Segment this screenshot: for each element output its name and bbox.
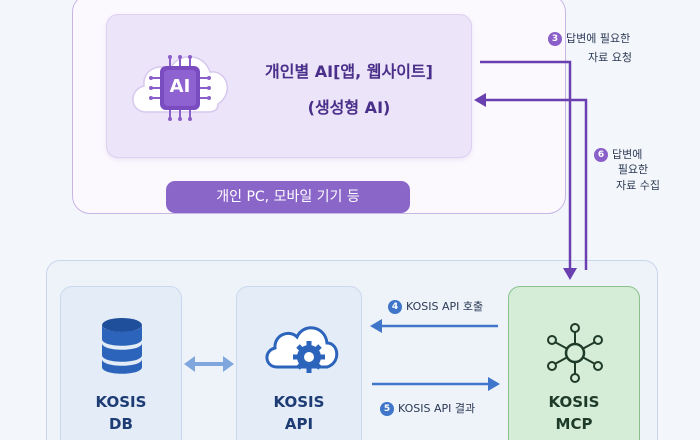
step-3-line1: 답변에 필요한 — [566, 32, 631, 45]
step-6-label: 6 답변에 — [594, 146, 642, 162]
step-6-line3: 자료 수집 — [616, 179, 660, 192]
cloud-ai-chip-icon — [132, 55, 228, 121]
step-3-line2: 자료 요청 — [588, 51, 632, 64]
collect-arrowhead — [474, 93, 486, 107]
step-3-label: 3 답변에 필요한 — [548, 30, 630, 46]
kosis-mcp-card: KOSIS MCP — [508, 286, 640, 440]
step-6-number: 6 — [594, 148, 608, 162]
api-call-arrowhead — [370, 319, 382, 333]
mcp-label-line2: MCP — [555, 415, 593, 433]
step-4-label: 4 KOSIS API 호출 — [388, 298, 483, 314]
step-5-text: KOSIS API 결과 — [398, 402, 476, 415]
step-6-line1: 답변에 — [612, 148, 643, 161]
step-6-line2: 필요한 — [617, 163, 649, 176]
step-3-number: 3 — [548, 32, 562, 46]
step-4-text: KOSIS API 호출 — [406, 300, 484, 313]
kosis-api-card: KOSIS API — [236, 286, 362, 440]
request-arrowhead — [563, 268, 577, 280]
step-5-number: 5 — [380, 402, 394, 416]
cloud-gear-icon — [265, 326, 339, 373]
ai-chip-text: AI — [169, 76, 191, 97]
kosis-db-card: KOSIS DB — [60, 286, 182, 440]
api-label-line1: KOSIS — [273, 393, 325, 411]
device-type-pill: 개인 PC, 모바일 기기 등 — [166, 181, 410, 213]
ai-card-title: 개인별 AI[앱, 웹사이트] — [265, 62, 433, 81]
step-5-label: 5 KOSIS API 결과 — [380, 400, 475, 416]
db-label-line1: KOSIS — [95, 393, 147, 411]
database-icon — [102, 318, 142, 374]
request-arrow — [480, 60, 572, 270]
api-label-line2: API — [284, 415, 314, 433]
network-hub-icon — [547, 323, 603, 383]
bidirectional-arrow-icon — [184, 356, 234, 372]
api-result-arrowhead — [488, 377, 500, 391]
collect-arrow — [484, 98, 588, 270]
step-4-number: 4 — [388, 300, 402, 314]
ai-card-subtitle: (생성형 AI) — [307, 98, 391, 117]
db-label-line2: DB — [109, 415, 133, 433]
mcp-label-line1: KOSIS — [548, 393, 600, 411]
